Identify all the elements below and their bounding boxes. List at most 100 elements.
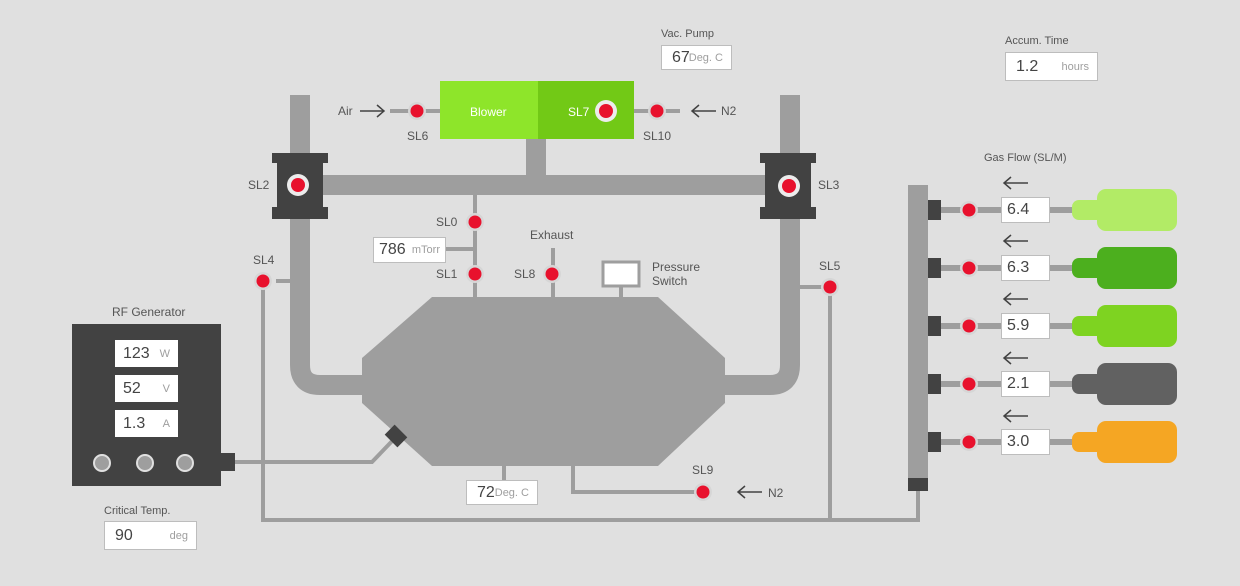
vac-pump-temp-unit: Deg. C <box>688 51 723 64</box>
air-inlet-label: Air <box>338 104 353 118</box>
valve-sl2[interactable] <box>287 174 309 196</box>
rf-knob-1[interactable] <box>93 454 111 472</box>
gas-port <box>928 316 941 336</box>
rf-generator-panel: 123 W 52 V 1.3 A <box>72 324 221 486</box>
valve-sl1[interactable] <box>466 265 484 283</box>
valve-label-sl8: SL8 <box>514 267 536 281</box>
gas-port <box>928 258 941 278</box>
valve-label-sl7: SL7 <box>568 105 590 119</box>
gas-tank <box>1097 421 1177 463</box>
rf-current-unit: A <box>162 417 170 430</box>
rf-output-port <box>221 453 235 471</box>
valve-sl5[interactable] <box>821 278 839 296</box>
arrow-left-icon <box>1002 176 1028 190</box>
gas-flow-display: 5.9 <box>1001 313 1050 339</box>
gas-flow-display: 6.3 <box>1001 255 1050 281</box>
accum-time-display: 1.2 hours <box>1005 52 1098 81</box>
vac-pump-temp-value: 67 <box>672 48 690 66</box>
rf-power-unit: W <box>159 347 170 360</box>
arrow-left-icon <box>690 104 716 118</box>
gas-valve-indicator <box>962 203 976 217</box>
chamber-temp-unit: Deg. C <box>494 486 529 499</box>
gas-valve-indicator <box>962 377 976 391</box>
n2-inlet-label: N2 <box>721 104 737 118</box>
rf-electrode <box>384 424 408 448</box>
valve-sl4[interactable] <box>254 272 272 290</box>
valve-sl10[interactable] <box>648 102 666 120</box>
rf-generator-label: RF Generator <box>112 305 186 319</box>
arrow-left-icon <box>1002 234 1028 248</box>
gas-flow-label: Gas Flow (SL/M) <box>984 152 1067 164</box>
valve-label-sl6: SL6 <box>407 129 429 143</box>
critical-temp-label: Critical Temp. <box>104 505 171 517</box>
gas-port <box>928 432 941 452</box>
vac-pump-temp-display: 67 Deg. C <box>661 45 732 70</box>
valve-label-sl9: SL9 <box>692 463 714 477</box>
gas-valve-indicator <box>962 319 976 333</box>
accum-time-unit: hours <box>1061 60 1089 73</box>
exhaust-label: Exhaust <box>530 228 574 242</box>
gas-flow-display: 3.0 <box>1001 429 1050 455</box>
blower-label: Blower <box>470 105 507 119</box>
pressure-switch-label: Pressure Switch <box>652 260 701 288</box>
valve-sl6[interactable] <box>408 102 426 120</box>
critical-temp-input[interactable]: 90 deg <box>104 521 197 550</box>
manifold-end-cap <box>908 478 928 491</box>
process-chamber <box>362 297 725 466</box>
chamber-temp-value: 72 <box>477 483 495 501</box>
rf-voltage-display: 52 V <box>115 375 178 402</box>
valve-sl0[interactable] <box>466 213 484 231</box>
critical-temp-value: 90 <box>115 526 133 544</box>
gas-flow-value: 5.9 <box>1007 317 1030 334</box>
n2-purge-label: N2 <box>768 486 784 500</box>
gas-flow-value: 6.4 <box>1007 201 1030 218</box>
valve-sl3[interactable] <box>778 175 800 197</box>
arrow-right-icon <box>360 104 386 118</box>
gas-tank <box>1097 247 1177 289</box>
gas-flow-display: 6.4 <box>1001 197 1050 223</box>
main-piping <box>290 95 800 395</box>
flow-arrows <box>360 104 1028 499</box>
gas-valve-indicator <box>962 435 976 449</box>
gas-flow-value: 3.0 <box>1007 433 1030 450</box>
blower-right <box>538 81 634 139</box>
critical-temp-unit: deg <box>169 529 188 542</box>
valve-label-sl4: SL4 <box>253 253 275 267</box>
pressure-display: 786 mTorr <box>373 237 446 263</box>
rf-knob-3[interactable] <box>176 454 194 472</box>
valves <box>254 100 839 501</box>
rf-current-value: 1.3 <box>123 414 146 432</box>
valve-label-sl5: SL5 <box>819 259 841 273</box>
valve-sl8[interactable] <box>543 265 561 283</box>
arrow-left-icon <box>736 485 762 499</box>
blower-left <box>440 81 538 139</box>
gas-port <box>928 200 941 220</box>
gas-flow-value: 6.3 <box>1007 259 1030 276</box>
accum-time-label: Accum. Time <box>1005 35 1069 47</box>
pressure-switch[interactable] <box>601 260 641 288</box>
pressure-value: 786 <box>379 241 406 258</box>
valve-sl7[interactable] <box>595 100 617 122</box>
valve-label-sl3: SL3 <box>818 178 840 192</box>
valve-label-sl1: SL1 <box>436 267 458 281</box>
gas-port <box>928 374 941 394</box>
valve-label-sl2: SL2 <box>248 178 270 192</box>
gas-valve-indicator <box>962 261 976 275</box>
gas-tank <box>1097 363 1177 405</box>
vac-pump-label: Vac. Pump <box>661 28 714 40</box>
rf-knob-2[interactable] <box>136 454 154 472</box>
valve-label-sl0: SL0 <box>436 215 458 229</box>
arrow-left-icon <box>1002 292 1028 306</box>
gas-lines <box>928 189 1177 463</box>
rf-power-display: 123 W <box>115 340 178 367</box>
gas-flow-display: 2.1 <box>1001 371 1050 397</box>
gas-tank <box>1097 305 1177 347</box>
valve-label-sl10: SL10 <box>643 129 672 143</box>
rf-current-display: 1.3 A <box>115 410 178 437</box>
rf-power-value: 123 <box>123 344 150 362</box>
gas-flow-value: 2.1 <box>1007 375 1030 392</box>
valve-sl9[interactable] <box>694 483 712 501</box>
arrow-left-icon <box>1002 351 1028 365</box>
rf-voltage-unit: V <box>162 382 170 395</box>
gas-manifold <box>908 185 928 480</box>
